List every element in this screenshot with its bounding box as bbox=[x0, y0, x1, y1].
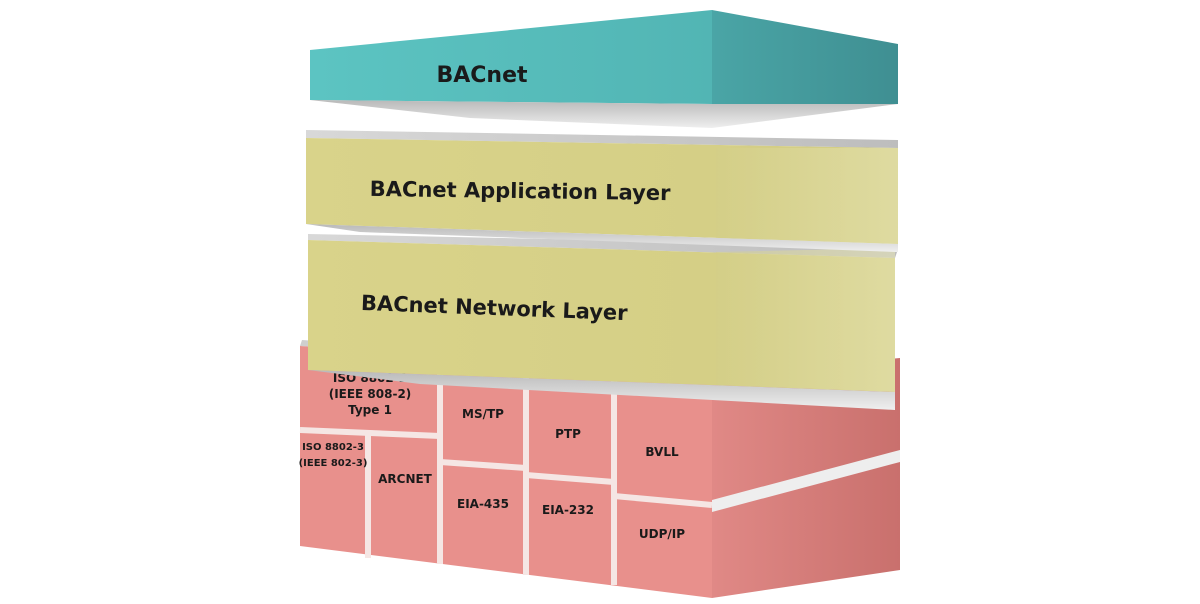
iso-8802-2-line3: Type 1 bbox=[348, 403, 392, 417]
eia-435-label: EIA-435 bbox=[457, 497, 509, 511]
bacnet-underside bbox=[310, 100, 898, 128]
datalink-front-face bbox=[300, 346, 712, 598]
application-layer-title: BACnet Application Layer bbox=[370, 177, 672, 205]
iso-8802-3-cell: ISO 8802-3 (IEEE 802-3) bbox=[299, 442, 368, 469]
iso-8802-3-line1: ISO 8802-3 bbox=[302, 442, 364, 453]
application-underside bbox=[306, 224, 898, 252]
datalink-block: ISO 8802-2 (IEEE 808-2) Type 1 ISO 8802-… bbox=[299, 340, 900, 598]
bvll-label: BVLL bbox=[645, 445, 679, 459]
network-underside bbox=[308, 370, 895, 410]
udp-ip-label: UDP/IP bbox=[639, 527, 685, 541]
bacnet-top-layer: BACnet bbox=[310, 10, 898, 128]
network-side-face bbox=[716, 248, 895, 392]
bacnet-front-face bbox=[310, 10, 712, 104]
eia-232-label: EIA-232 bbox=[542, 503, 594, 517]
iso-8802-3-line2: (IEEE 802-3) bbox=[299, 458, 368, 469]
arcnet-label: ARCNET bbox=[378, 472, 433, 486]
iso-8802-2-line2: (IEEE 808-2) bbox=[329, 387, 412, 401]
network-layer: BACnet Network Layer bbox=[308, 234, 897, 410]
mstp-label: MS/TP bbox=[462, 407, 504, 421]
datalink-grid bbox=[299, 356, 713, 585]
bacnet-side-face bbox=[712, 10, 898, 104]
bacnet-top-title: BACnet bbox=[436, 63, 528, 88]
application-layer: BACnet Application Layer bbox=[306, 130, 898, 252]
application-top-face bbox=[306, 130, 898, 148]
ptp-label: PTP bbox=[555, 427, 581, 441]
datalink-side-seam bbox=[712, 450, 900, 512]
application-side-face bbox=[716, 148, 898, 244]
